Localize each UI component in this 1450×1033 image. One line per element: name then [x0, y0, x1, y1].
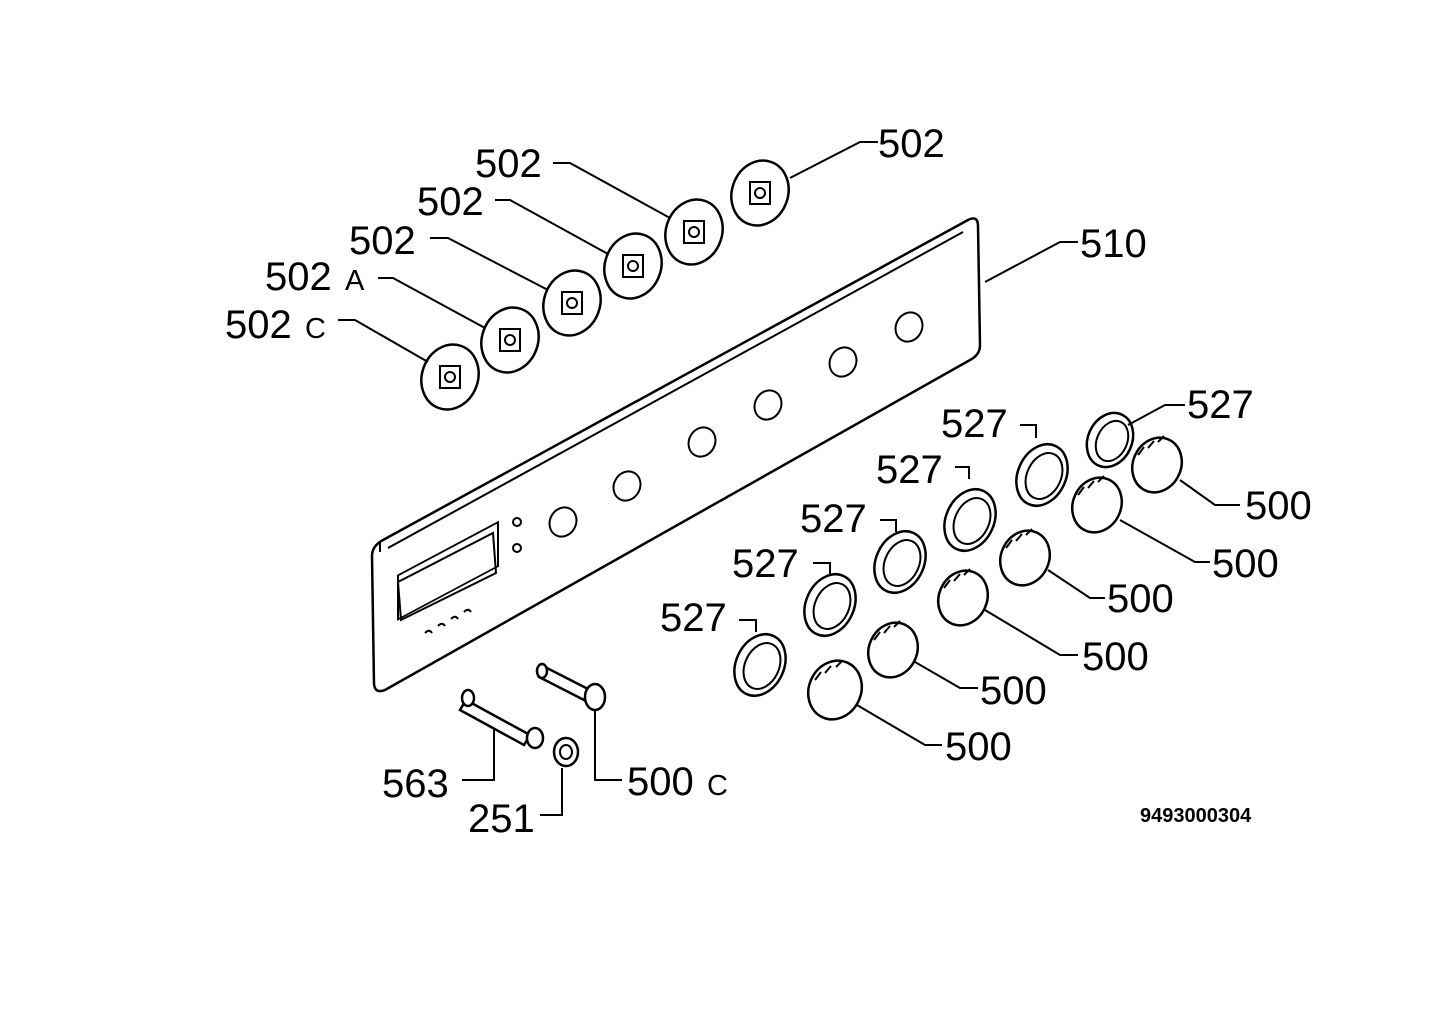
knob-500-2	[866, 620, 920, 679]
ring-527-5	[1015, 443, 1069, 507]
label-527-5: 527	[941, 402, 1008, 446]
label-502-1: 502	[475, 142, 542, 186]
label-500-2: 500	[1212, 542, 1279, 586]
control-panel-510	[370, 217, 982, 693]
disc-502a	[480, 306, 540, 374]
knob-500-1	[806, 659, 864, 721]
label-502a: 502	[265, 255, 332, 299]
ring-527-6	[1085, 411, 1135, 469]
label-500-5: 500	[980, 669, 1047, 713]
label-251: 251	[468, 797, 535, 841]
disc-502-3	[542, 269, 602, 337]
disc-502-top	[730, 159, 790, 227]
cap-251	[552, 736, 580, 768]
label-502-top: 502	[878, 122, 945, 166]
label-502-2: 502	[417, 180, 484, 224]
label-502a-suffix: A	[345, 265, 365, 297]
shaft-563	[458, 688, 545, 750]
ring-527-2	[803, 573, 857, 637]
disc-502-2	[603, 232, 663, 300]
ring-527-3	[873, 530, 927, 594]
drawing-code: 9493000304	[1140, 805, 1252, 827]
leader-lines	[338, 141, 1240, 816]
knobs-500	[806, 435, 1184, 721]
label-510: 510	[1080, 222, 1147, 266]
label-527-1: 527	[660, 596, 727, 640]
knob-500-4	[998, 528, 1052, 587]
label-500-4: 500	[1082, 635, 1149, 679]
label-527-6: 527	[1187, 383, 1254, 427]
label-527-3: 527	[800, 497, 867, 541]
ring-527-4	[943, 488, 997, 552]
rings-527	[733, 411, 1135, 697]
label-502c-suffix: C	[305, 313, 326, 345]
label-563: 563	[382, 762, 449, 806]
disc-502-1	[664, 198, 724, 266]
label-500c-suffix: C	[707, 770, 728, 802]
knob-500-3	[936, 568, 990, 627]
disc-502c	[420, 343, 480, 411]
ring-527-1	[733, 633, 787, 697]
knob-500-6	[1130, 435, 1184, 494]
label-500-6: 500	[945, 725, 1012, 769]
label-502c: 502	[225, 303, 292, 347]
knob-500-5	[1070, 475, 1124, 534]
spindle-500c	[535, 662, 607, 712]
label-500-1: 500	[1245, 484, 1312, 528]
label-500c: 500	[627, 760, 694, 804]
label-527-2: 527	[732, 542, 799, 586]
label-502-3: 502	[349, 219, 416, 263]
label-500-3: 500	[1107, 577, 1174, 621]
part-labels: 502 502 502 502 502 A 502 C 510 527 527 …	[225, 122, 1312, 841]
label-527-4: 527	[876, 448, 943, 492]
